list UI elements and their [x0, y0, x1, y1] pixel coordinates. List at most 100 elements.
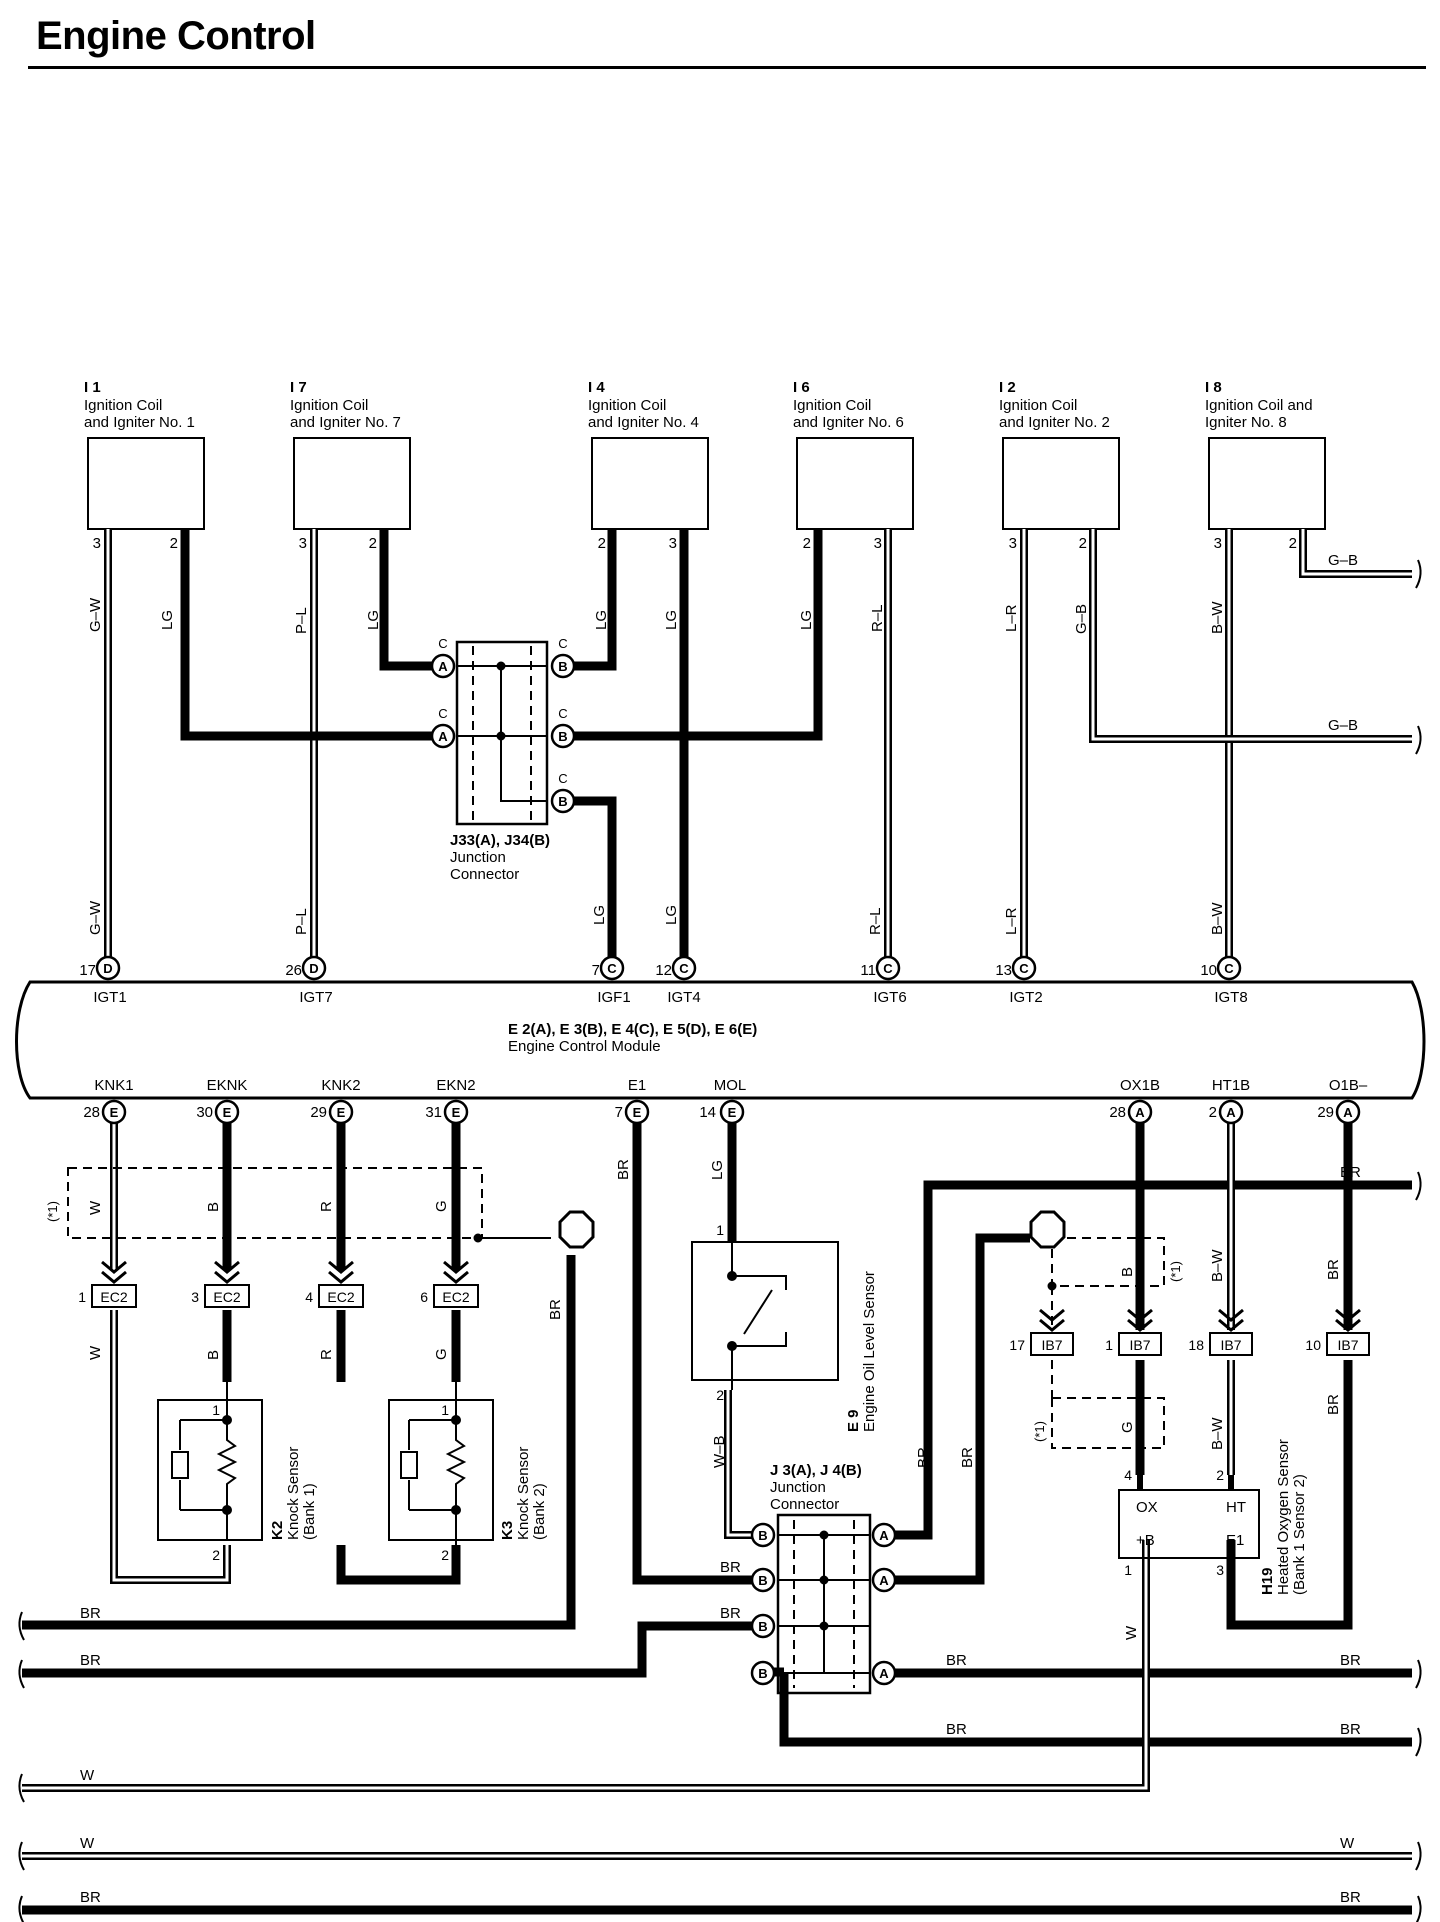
- wire-label: W: [87, 1200, 104, 1215]
- page-title: Engine Control: [36, 14, 316, 58]
- wire-label: G–B: [1328, 552, 1358, 569]
- oil-level-sensor: [691, 1241, 839, 1390]
- knock-name: (Bank 1): [301, 1483, 318, 1540]
- pin-terminal: B: [750, 1613, 776, 1639]
- wire-label: R: [318, 1349, 335, 1360]
- pin-terminal: A: [1127, 1099, 1153, 1125]
- wire-label: G: [1119, 1421, 1136, 1433]
- ecm-pin-name: IGT8: [1214, 989, 1247, 1006]
- svg-text:17: 17: [1009, 1337, 1025, 1353]
- pin-terminal: A: [871, 1522, 897, 1548]
- wire-label: LG: [709, 1160, 726, 1180]
- svg-text:IB7: IB7: [1337, 1337, 1358, 1353]
- wire-label: BR: [547, 1299, 564, 1320]
- coil-box-i6: [796, 437, 914, 530]
- ecm-pin-num: 14: [699, 1104, 716, 1121]
- j33-c-mark: C: [558, 636, 567, 651]
- j33-label: J33(A), J34(B): [450, 832, 550, 849]
- coil-pin: 3: [1009, 535, 1017, 552]
- title-rule: [28, 66, 1426, 69]
- oxygen-sensor-box: [1118, 1489, 1260, 1559]
- j33-c-mark: C: [558, 771, 567, 786]
- svg-text:B: B: [758, 1528, 767, 1543]
- o2-e1: E1: [1226, 1532, 1244, 1549]
- wire-label: BR: [1340, 1164, 1361, 1181]
- wire-label: BR: [1340, 1889, 1361, 1906]
- ecm-title: E 2(A), E 3(B), E 4(C), E 5(D), E 6(E): [508, 1021, 757, 1038]
- svg-text:A: A: [438, 659, 448, 674]
- coil-code-i8: I 8: [1205, 379, 1222, 396]
- wire-label: LG: [365, 610, 382, 630]
- wire-label: LG: [798, 610, 815, 630]
- coil-name-i4: Ignition Coil: [588, 397, 666, 414]
- ecm-pin-num: 26: [285, 962, 302, 979]
- pin-terminal: E: [214, 1099, 240, 1125]
- pin-terminal: E: [624, 1099, 650, 1125]
- knock-pin: 2: [212, 1547, 220, 1563]
- o2-name: Heated Oxygen Sensor: [1275, 1439, 1292, 1595]
- pin-terminal: A: [430, 653, 456, 679]
- ecm-pin-num: 28: [1109, 1104, 1126, 1121]
- wire-label: W: [1340, 1835, 1355, 1852]
- coil-code-i1: I 1: [84, 379, 101, 396]
- svg-text:E: E: [223, 1105, 232, 1120]
- j3-label: J 3(A), J 4(B): [770, 1462, 862, 1479]
- wire-label: R–L: [869, 604, 886, 632]
- svg-text:EC2: EC2: [100, 1289, 127, 1305]
- wire-label: LG: [591, 905, 608, 925]
- ground-shield-1: [558, 1210, 595, 1249]
- wire-label: BR: [959, 1447, 976, 1468]
- ecm-pin-name: MOL: [714, 1077, 747, 1094]
- coil-box-i4: [591, 437, 709, 530]
- pin-terminal: E: [101, 1099, 127, 1125]
- wire-label: B: [205, 1202, 222, 1212]
- coil-pin: 3: [874, 535, 882, 552]
- ground-shield-2: [1029, 1210, 1066, 1249]
- j33-label: Connector: [450, 866, 519, 883]
- coil-code-i6: I 6: [793, 379, 810, 396]
- wire-label: BR: [720, 1559, 741, 1576]
- j3-connector: [776, 1513, 872, 1695]
- pin-terminal: E: [328, 1099, 354, 1125]
- ecm-pin-num: 12: [655, 962, 672, 979]
- svg-text:1: 1: [78, 1289, 86, 1305]
- j33-c-mark: C: [438, 706, 447, 721]
- thin-wires-bottom: [22, 1112, 1412, 1860]
- ecm-pin-num: 28: [83, 1104, 100, 1121]
- svg-text:E: E: [452, 1105, 461, 1120]
- coil-name-i7: Ignition Coil: [290, 397, 368, 414]
- coil-name2-i2: and Igniter No. 2: [999, 414, 1110, 431]
- wire-label: W: [80, 1767, 95, 1784]
- svg-text:6: 6: [420, 1289, 428, 1305]
- svg-text:E: E: [337, 1105, 346, 1120]
- ecm-pin-name: E1: [628, 1077, 646, 1094]
- svg-text:3: 3: [191, 1289, 199, 1305]
- svg-text:C: C: [679, 961, 689, 976]
- coil-name-i1: Ignition Coil: [84, 397, 162, 414]
- wire-label: R: [318, 1201, 335, 1212]
- ecm-pin-num: 29: [1317, 1104, 1334, 1121]
- svg-text:A: A: [1226, 1105, 1236, 1120]
- svg-text:D: D: [309, 961, 318, 976]
- coil-box-i7: [293, 437, 411, 530]
- pin-terminal: C: [875, 955, 901, 981]
- wire-label: W: [80, 1835, 95, 1852]
- ecm-pin-name: IGT4: [667, 989, 700, 1006]
- oil-pin: 1: [716, 1222, 724, 1238]
- j33-c-mark: C: [558, 706, 567, 721]
- ecm-pin-name: IGT1: [93, 989, 126, 1006]
- pin-terminal: D: [301, 955, 327, 981]
- coil-code-i4: I 4: [588, 379, 605, 396]
- pin-terminal: B: [750, 1567, 776, 1593]
- coil-pin: 3: [299, 535, 307, 552]
- wire-label: W–B: [711, 1435, 728, 1468]
- coil-box-i8: [1208, 437, 1326, 530]
- svg-text:B: B: [558, 794, 567, 809]
- coil-pin: 2: [170, 535, 178, 552]
- wire-label: G–B: [1073, 604, 1090, 634]
- ecm-pin-name: KNK1: [94, 1077, 133, 1094]
- coil-box-i1: [87, 437, 205, 530]
- pin-terminal: E: [719, 1099, 745, 1125]
